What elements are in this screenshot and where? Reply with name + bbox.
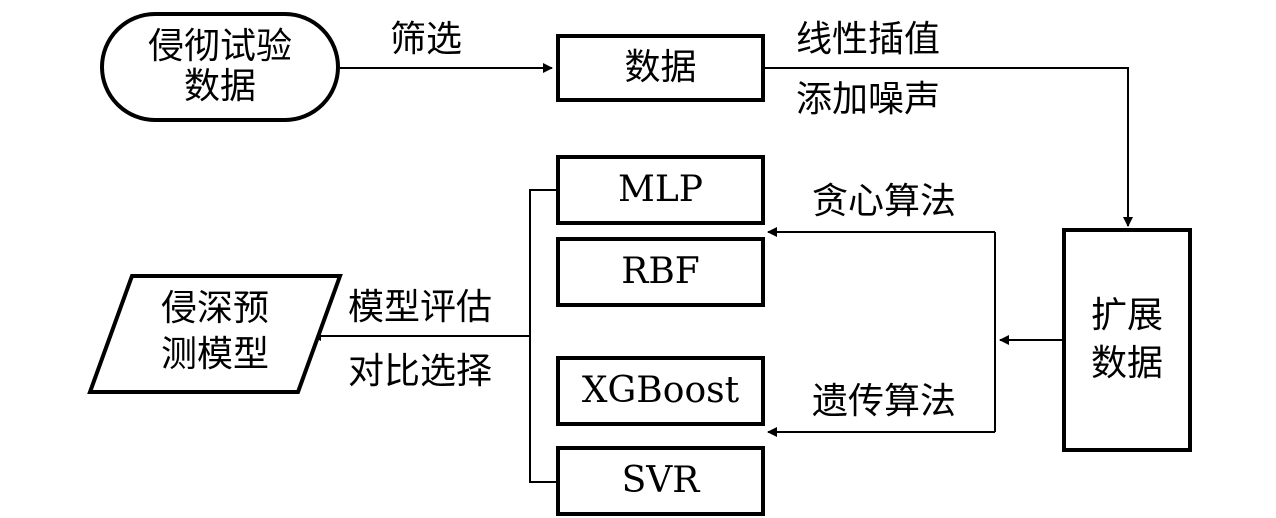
start-terminator: 侵彻试验 数据 bbox=[100, 12, 340, 122]
start-label-line1: 侵彻试验 bbox=[147, 26, 292, 67]
xgboost-label: XGBoost bbox=[581, 370, 740, 411]
edge-label-compare: 对比选择 bbox=[348, 351, 493, 392]
output-label-line2: 测模型 bbox=[160, 334, 269, 375]
expanded-label-line2: 数据 bbox=[1090, 343, 1163, 384]
edge-label-greedy: 贪心算法 bbox=[812, 181, 957, 222]
start-label-line2: 数据 bbox=[183, 66, 256, 107]
expanded-data-box: 扩展 数据 bbox=[1062, 228, 1192, 452]
rbf-label: RBF bbox=[621, 251, 700, 292]
data-box: 数据 bbox=[556, 34, 765, 102]
edge-label-eval: 模型评估 bbox=[348, 287, 493, 328]
edge-label-interp: 线性插值 bbox=[796, 19, 941, 60]
output-label-line1: 侵深预 bbox=[160, 288, 269, 329]
expanded-label-line1: 扩展 bbox=[1090, 295, 1163, 336]
svr-label: SVR bbox=[621, 460, 700, 501]
edge-label-filter: 筛选 bbox=[390, 19, 463, 60]
output-label: 侵深预 测模型 bbox=[140, 286, 290, 378]
mlp-label: MLP bbox=[618, 169, 703, 210]
edge-label-noise: 添加噪声 bbox=[796, 79, 941, 120]
xgboost-box: XGBoost bbox=[556, 356, 765, 426]
rbf-box: RBF bbox=[556, 237, 765, 307]
svr-box: SVR bbox=[556, 446, 765, 516]
arrow-data-to-expanded bbox=[765, 67, 1133, 227]
mlp-box: MLP bbox=[556, 155, 765, 225]
data-box-label: 数据 bbox=[624, 47, 697, 88]
edge-label-genetic: 遗传算法 bbox=[812, 381, 957, 422]
